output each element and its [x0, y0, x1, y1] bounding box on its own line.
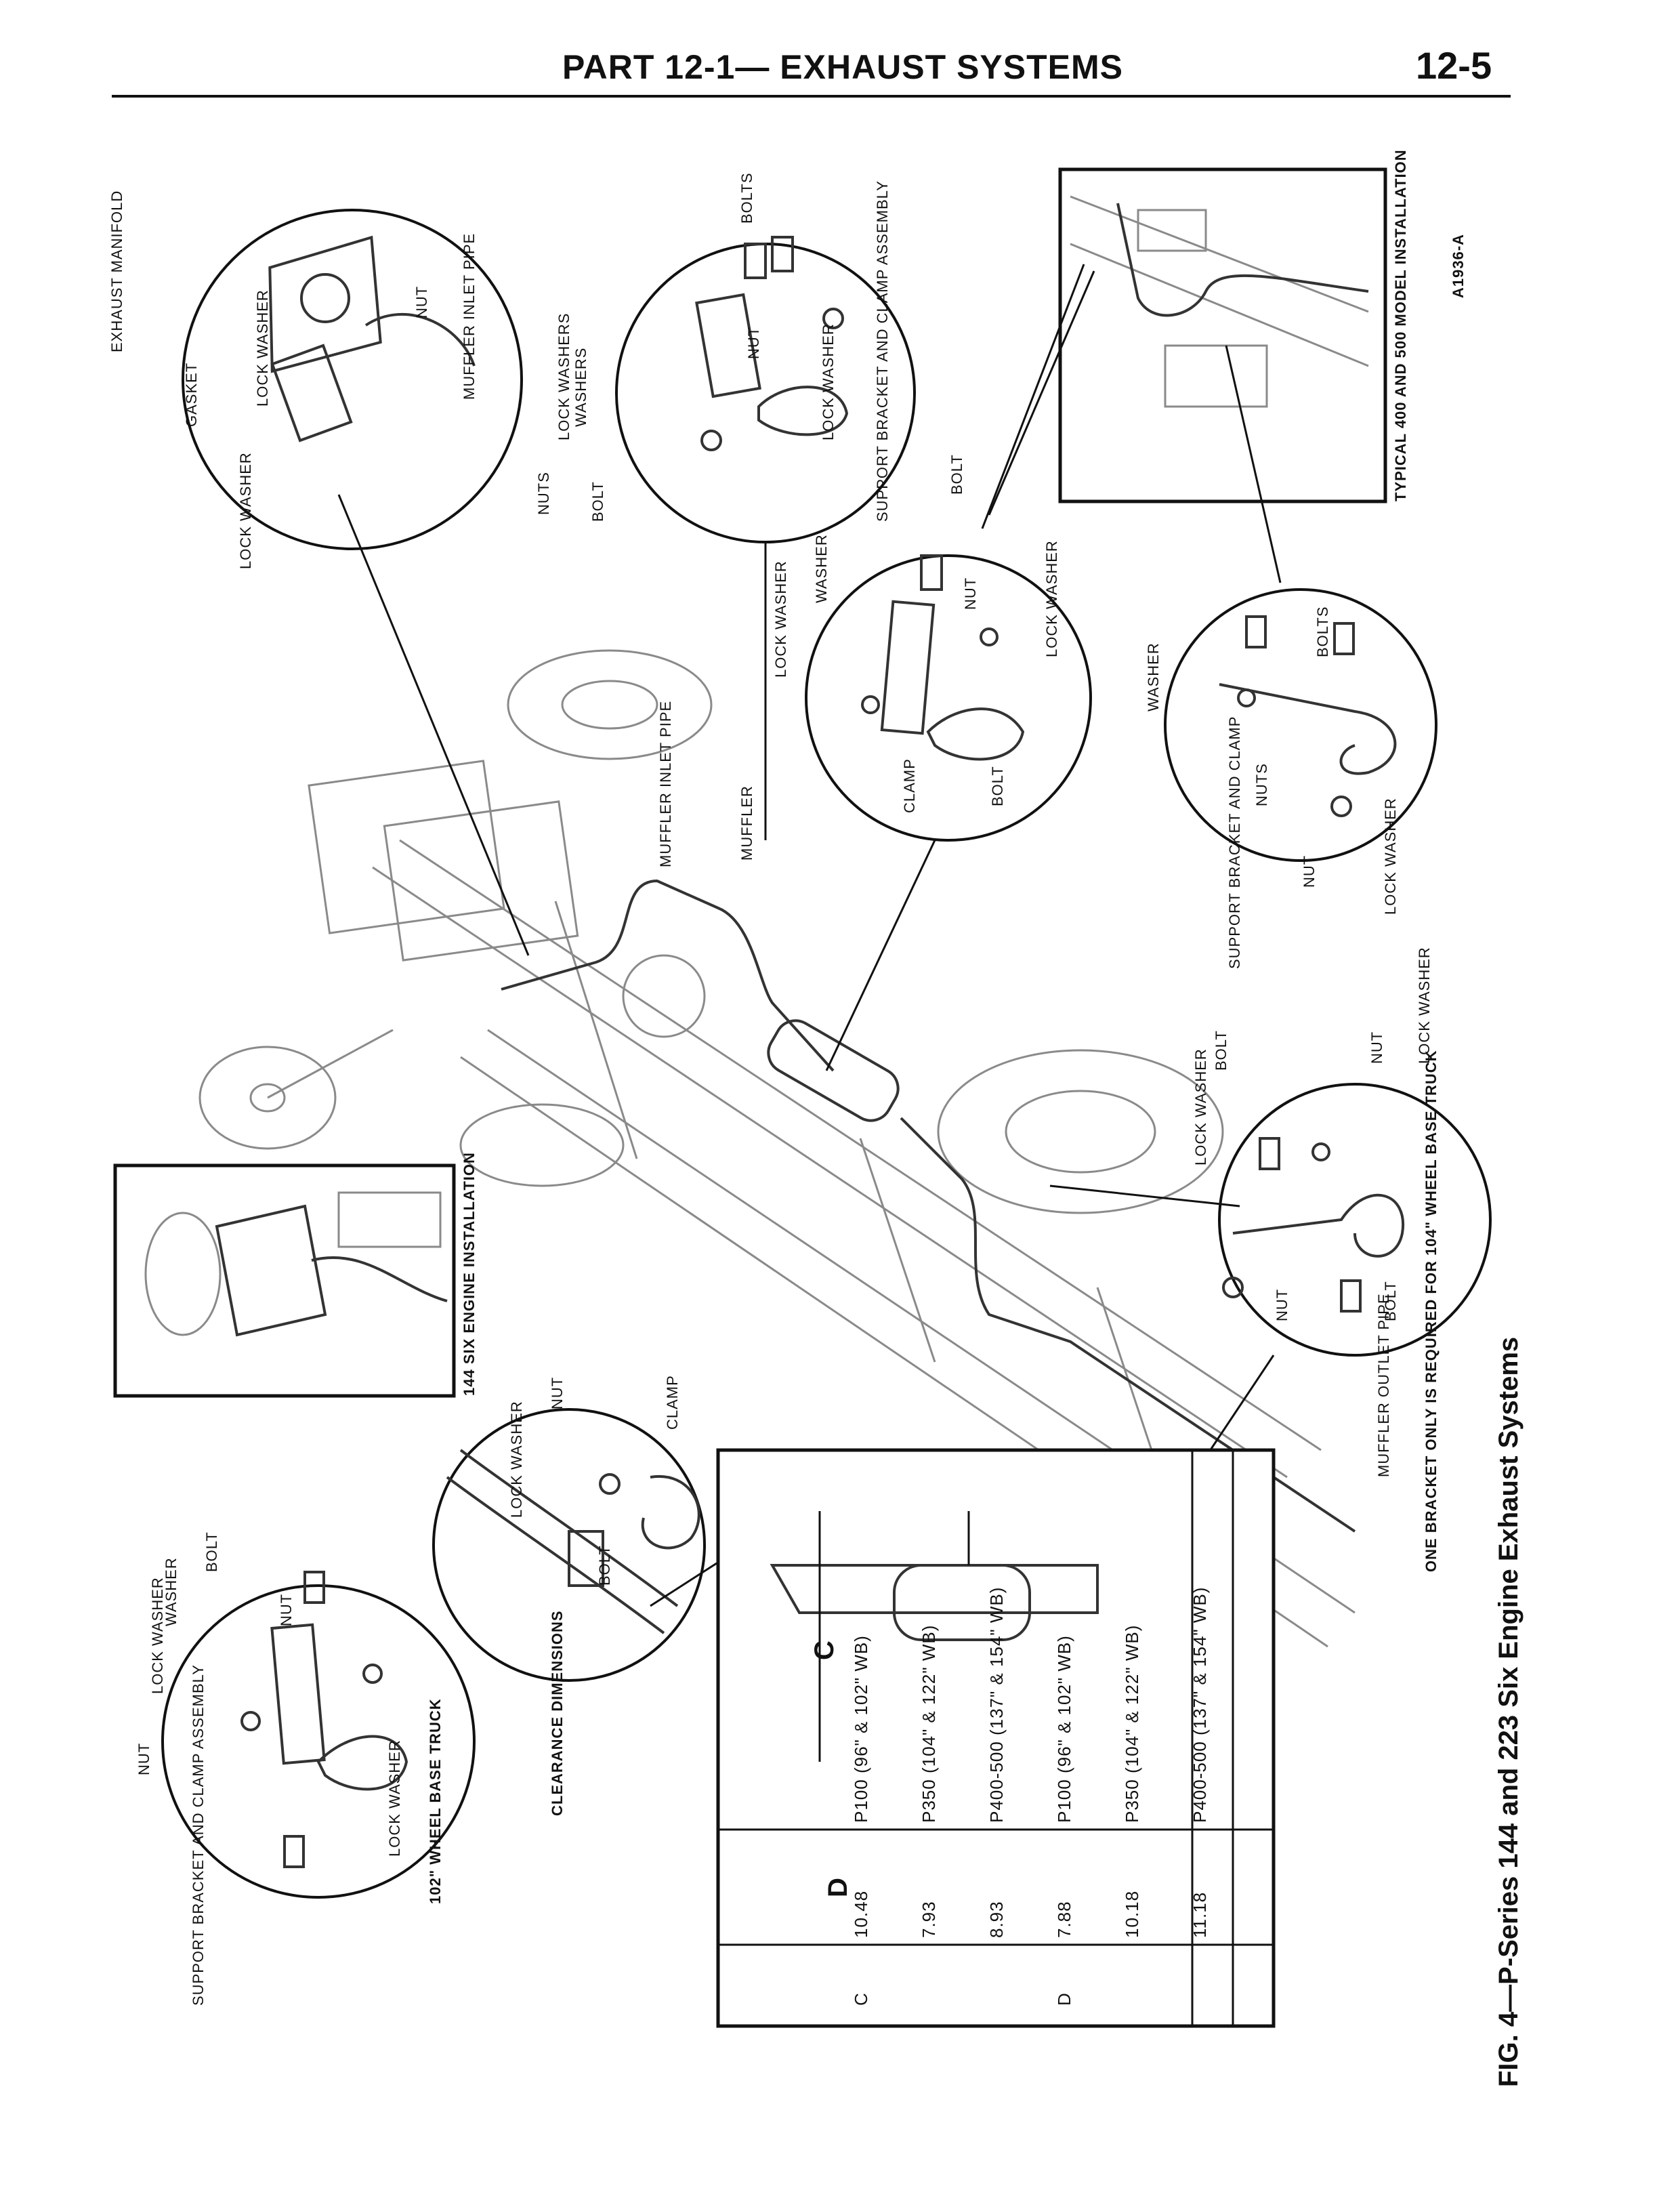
- label-lock-washers: LOCK WASHERS: [555, 313, 572, 440]
- label-washer-mid: WASHER: [813, 534, 830, 603]
- typical-400-500-title: TYPICAL 400 AND 500 MODEL INSTALLATION: [1392, 149, 1409, 501]
- label-nut-102-left: NUT: [135, 1743, 152, 1775]
- table-row-1-dim: C: [851, 1992, 871, 2006]
- label-bolts-top: BOLTS: [738, 172, 755, 224]
- label-nuts-right: NUTS: [1253, 763, 1270, 806]
- 102-wheelbase-detail-circle: [161, 1571, 476, 1899]
- label-gasket: GASKET: [183, 363, 200, 427]
- engine-icon: [308, 760, 706, 1038]
- table-row-4-dim: D: [1054, 1992, 1074, 2006]
- label-support-bracket-right: SUPPORT BRACKET AND CLAMP: [1226, 716, 1243, 969]
- label-bolt-top: BOLT: [589, 481, 606, 522]
- label-bolts-right: BOLTS: [1314, 606, 1331, 657]
- label-lock-washer-102: LOCK WASHER: [149, 1577, 166, 1694]
- clearance-dimensions-box: [716, 1448, 1276, 2028]
- label-lock-washer-clamp: LOCK WASHER: [508, 1401, 525, 1518]
- page-number: 12-5: [1416, 44, 1492, 87]
- typical-400-500-inset: [1058, 167, 1387, 503]
- table-row-1-value: 10.48: [851, 1891, 871, 1938]
- table-row-4-model: P100 (96" & 102" WB): [1054, 1635, 1074, 1823]
- bracket-note: ONE BRACKET ONLY IS REQUIRED FOR 104" WH…: [1423, 1050, 1440, 1572]
- label-nut-top: NUT: [745, 327, 762, 359]
- label-lock-washer-right: LOCK WASHER: [1382, 798, 1399, 915]
- table-row-6-model: P400-500 (137" & 154" WB): [1190, 1587, 1210, 1823]
- clearance-table: C 10.48 P100 (96" & 102" WB) 7.93 P350 (…: [851, 1587, 1210, 2006]
- muffler-icon: [767, 1019, 900, 1122]
- lower-right-detail-circle: [1049, 1083, 1492, 1458]
- table-row-2-value: 7.93: [919, 1901, 939, 1938]
- bracket-bolts-detail-circle: [615, 236, 916, 840]
- upper-right-detail-circle: [1164, 588, 1437, 862]
- label-exhaust-manifold: EXHAUST MANIFOLD: [108, 190, 125, 352]
- part-number: PART 12-1: [562, 48, 736, 86]
- label-clamp-clamp: CLAMP: [664, 1375, 681, 1430]
- exhaust-system-figure: EXHAUST MANIFOLD GASKET LOCK WASHER NUT …: [108, 149, 1524, 2087]
- section-title: — EXHAUST SYSTEMS: [735, 48, 1124, 86]
- 144-six-engine-title: 144 SIX ENGINE INSTALLATION: [461, 1152, 478, 1396]
- table-row-3-model: P400-500 (137" & 154" WB): [986, 1587, 1007, 1823]
- label-nut-lr-top: NUT: [1368, 1031, 1385, 1064]
- label-lock-washer-mid-left: LOCK WASHER: [772, 560, 789, 678]
- manifold-detail-circle: [182, 209, 530, 956]
- label-support-bracket-top: SUPPORT BRACKET AND CLAMP ASSEMBLY: [874, 180, 891, 522]
- label-lock-washer-lr: LOCK WASHER: [1192, 1048, 1209, 1165]
- label-washer-102: WASHER: [163, 1557, 180, 1626]
- label-lock-washer-102-right: LOCK WASHER: [386, 1739, 403, 1857]
- label-nut-right: NUT: [1301, 855, 1318, 888]
- label-lock-washer-mid-right: LOCK WASHER: [1043, 540, 1060, 657]
- label-clamp-mid: CLAMP: [901, 758, 918, 813]
- label-bolt-mid-low: BOLT: [989, 766, 1006, 806]
- label-bolt-lr: BOLT: [1213, 1030, 1230, 1071]
- label-nut-clamp: NUT: [549, 1377, 566, 1409]
- 102-wheel-base-title: 102" WHEEL BASE TRUCK: [427, 1698, 444, 1904]
- label-lock-washer-top: LOCK WASHER: [820, 323, 837, 440]
- label-nut-lr: NUT: [1274, 1289, 1290, 1321]
- steering-wheel-icon: [198, 1029, 394, 1150]
- clearance-title: CLEARANCE DIMENSIONS: [549, 1610, 566, 1816]
- exhaust-pipe: [501, 879, 1356, 1533]
- label-nut-manifold: NUT: [413, 286, 430, 318]
- label-lock-washer-left: LOCK WASHER: [237, 452, 254, 569]
- label-muffler-inlet-pipe-top: MUFFLER INLET PIPE: [461, 233, 478, 400]
- figure-caption: FIG. 4—P-Series 144 and 223 Six Engine E…: [1494, 1337, 1524, 2087]
- table-row-3-value: 8.93: [986, 1901, 1007, 1938]
- label-muffler-inlet-pipe-mid: MUFFLER INLET PIPE: [657, 701, 674, 867]
- label-support-bracket-102: SUPPORT BRACKET AND CLAMP ASSEMBLY: [190, 1664, 207, 2006]
- dim-label-d: D: [823, 1877, 853, 1897]
- label-bolt-clamp: BOLT: [596, 1545, 613, 1586]
- label-bolt-lr-low: BOLT: [1382, 1281, 1399, 1321]
- mid-bracket-detail-circle: [805, 554, 1092, 1071]
- label-lock-washer-lr-top: LOCK WASHER: [1416, 947, 1433, 1064]
- label-bolt-102: BOLT: [203, 1531, 220, 1572]
- label-washer-right: WASHER: [1145, 642, 1162, 711]
- dim-label-c: C: [810, 1640, 839, 1660]
- table-row-6-value: 11.18: [1190, 1892, 1210, 1938]
- label-nut-mid: NUT: [962, 577, 979, 610]
- table-row-2-model: P350 (104" & 122" WB): [919, 1625, 939, 1823]
- label-bolt-mid: BOLT: [948, 454, 965, 495]
- label-nut-102: NUT: [278, 1594, 295, 1626]
- label-muffler: MUFFLER: [738, 785, 755, 861]
- ref-code: A1936-A: [1450, 234, 1467, 298]
- front-wheel-icon: [459, 649, 713, 1187]
- 144-six-engine-inset: [113, 1163, 456, 1398]
- page-header: PART 12-1— EXHAUST SYSTEMS: [562, 47, 1123, 87]
- label-nuts-top: NUTS: [535, 472, 552, 515]
- clearance-diagram: [770, 1511, 1099, 1762]
- table-row-5-model: P350 (104" & 122" WB): [1122, 1625, 1142, 1823]
- clamp-detail-circle: [432, 1408, 746, 1682]
- header-rule: [112, 95, 1511, 98]
- label-washers: WASHERS: [572, 348, 589, 427]
- label-lock-washer-manifold: LOCK WASHER: [254, 289, 271, 407]
- table-row-4-value: 7.88: [1054, 1901, 1074, 1938]
- label-muffler-outlet-pipe: MUFFLER OUTLET PIPE: [1375, 1293, 1392, 1477]
- table-row-1-model: P100 (96" & 102" WB): [851, 1635, 871, 1823]
- table-row-5-value: 10.18: [1122, 1891, 1142, 1938]
